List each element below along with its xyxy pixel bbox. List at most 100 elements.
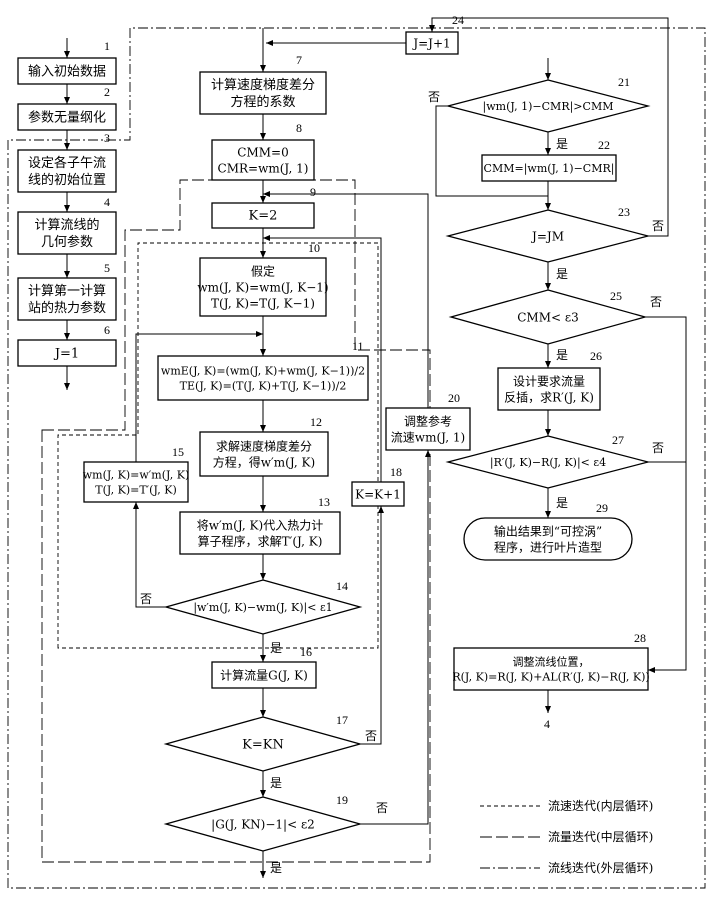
b27-step-number: 27 (612, 433, 624, 447)
b24-step-number: 24 (452, 13, 464, 27)
b5-text-line: 计算第一计算 (28, 284, 106, 299)
b12-text-line: 方程，得w′m(J, K) (213, 454, 315, 469)
b14-text-line: |w′m(J, K)−wm(J, K)|< ε1 (193, 601, 332, 615)
label-no-14: 否 (140, 592, 152, 606)
b28-text-line: 调整流线位置， (513, 654, 590, 668)
label-yes-25: 是 (556, 348, 568, 362)
label-yes-23: 是 (556, 267, 568, 281)
b26-step-number: 26 (590, 349, 602, 363)
block-8-cmm-cmr (211, 139, 315, 181)
b18-text-line: K=K+1 (355, 487, 401, 501)
b10-step-number: 10 (308, 241, 320, 255)
b15-text-line: T(J, K)=T′(J, K) (95, 483, 177, 496)
block-13-thermo-subroutine (179, 511, 341, 555)
b23-step-number: 23 (618, 205, 630, 219)
b28-text-line: R(J, K)=R(J, K)+AL(R′(J, K)−R(J, K)) (452, 670, 649, 683)
block-10-assume (199, 257, 327, 317)
exit-connector-4: 4 (544, 717, 550, 731)
b4-step-number: 4 (104, 195, 110, 209)
b9-text-line: K=2 (249, 209, 278, 224)
b21-text-line: |wm(J, 1)−CMR|>CMM (483, 100, 614, 114)
label-yes-17: 是 (270, 776, 282, 790)
block-1-input-data (17, 57, 117, 85)
b22-step-number: 22 (598, 138, 610, 152)
b11-text-line: wmE(J, K)=(wm(J, K)+wm(J, K−1))/2 (161, 364, 365, 377)
left-column (17, 38, 117, 390)
b15-step-number: 15 (172, 445, 184, 459)
label-yes-14: 是 (270, 641, 282, 655)
block-16-compute-flow (211, 661, 317, 689)
b8-text-line: CMM=0 (237, 145, 288, 159)
b13-text-line: 算子程序，求解T′(J, K) (198, 533, 323, 548)
block-4-geometry (17, 211, 117, 255)
block-11-average (157, 355, 369, 401)
b1-text-line: 输入初始数据 (28, 64, 106, 80)
label-no-25: 否 (650, 295, 662, 309)
b7-text-line: 计算速度梯度差分 (211, 77, 315, 93)
branch-labels: 否 是 否 是 否 是 否 是 否 是 否 是 否 是 4 (140, 90, 664, 875)
b3-step-number: 3 (104, 131, 110, 145)
b3-text-line: 设定各子午流 (28, 155, 106, 171)
b2-step-number: 2 (104, 85, 110, 99)
block-7-coefficients (199, 71, 327, 115)
b17-text-line: K=KN (242, 738, 284, 753)
b6-text-line: J=1 (53, 347, 79, 362)
b7-text-line: 方程的系数 (230, 94, 295, 110)
b1-step-number: 1 (104, 39, 110, 53)
block-12-solve-gradient (199, 431, 329, 477)
legend-inner-loop: 流速迭代(内层循环) (548, 799, 653, 813)
b28-step-number: 28 (634, 631, 646, 645)
block-29-output-result (463, 517, 633, 561)
b10-text-line: T(J, K)=T(J, K−1) (211, 296, 315, 310)
b29-text-line: 输出结果到“可控涡” (494, 523, 602, 538)
block-9-k-init (211, 202, 315, 229)
b5-text-line: 站的热力参数 (28, 300, 106, 316)
b11-step-number: 11 (352, 339, 364, 353)
b4-text-line: 计算流线的 (34, 217, 99, 233)
b25-text-line: CMM< ε3 (517, 310, 578, 324)
label-yes-21: 是 (556, 137, 568, 151)
legend-middle-loop: 流量迭代(中层循环) (548, 829, 653, 844)
b3-text-line: 线的初始位置 (28, 172, 106, 188)
b15-text-line: wm(J, K)=w′m(J, K) (83, 468, 190, 481)
block-22-update-cmm (481, 154, 617, 182)
b23-text-line: J=JM (530, 229, 564, 243)
b12-text-line: 求解速度梯度差分 (216, 438, 312, 453)
b5-step-number: 5 (104, 261, 110, 275)
block-28-adjust-streamline (453, 647, 649, 691)
b26-text-line: 反插，求R′(J, K) (504, 390, 594, 404)
b16-step-number: 16 (300, 645, 312, 659)
b19-text-line: |G(J, KN)−1|< ε2 (211, 817, 315, 831)
label-no-17: 否 (365, 729, 377, 743)
b20-text-line: 调整参考 (404, 413, 452, 428)
b8-step-number: 8 (296, 121, 302, 135)
b18-step-number: 18 (390, 465, 402, 479)
b26-text-line: 设计要求流量 (513, 374, 585, 388)
label-no-21: 否 (428, 90, 440, 104)
b29-text-line: 程序，进行叶片造型 (494, 539, 602, 554)
b20-text-line: 流速wm(J, 1) (391, 430, 465, 444)
b11-text-line: TE(J, K)=(T(J, K)+T(J, K−1))/2 (180, 379, 347, 392)
b2-text-line: 参数无量纲化 (28, 110, 106, 126)
middle-column (83, 28, 471, 878)
block-20-adjust-ref-velocity (385, 407, 471, 451)
b4-text-line: 几何参数 (41, 234, 93, 250)
b16-text-line: 计算流量G(J, K) (220, 667, 308, 682)
right-column (266, 17, 687, 713)
b21-step-number: 21 (618, 75, 630, 89)
b10-text-line: 假定 (251, 263, 275, 278)
block-5-thermo-first-station (17, 277, 117, 321)
b10-text-line: wm(J, K)=wm(J, K−1) (197, 280, 328, 294)
label-yes-27: 是 (556, 496, 568, 510)
loop-boundaries (7, 27, 706, 889)
b27-text-line: |R′(J, K)−R(J, K)|< ε4 (490, 456, 606, 470)
label-yes-19: 是 (270, 861, 282, 875)
b6-step-number: 6 (104, 323, 110, 337)
b19-step-number: 19 (336, 793, 348, 807)
b8-text-line: CMR=wm(J, 1) (218, 161, 309, 175)
block-26-interpolate-r (497, 367, 601, 411)
b24-text-line: J=J+1 (411, 36, 450, 50)
b22-text-line: CMM=|wm(J, 1)−CMR| (484, 162, 615, 176)
